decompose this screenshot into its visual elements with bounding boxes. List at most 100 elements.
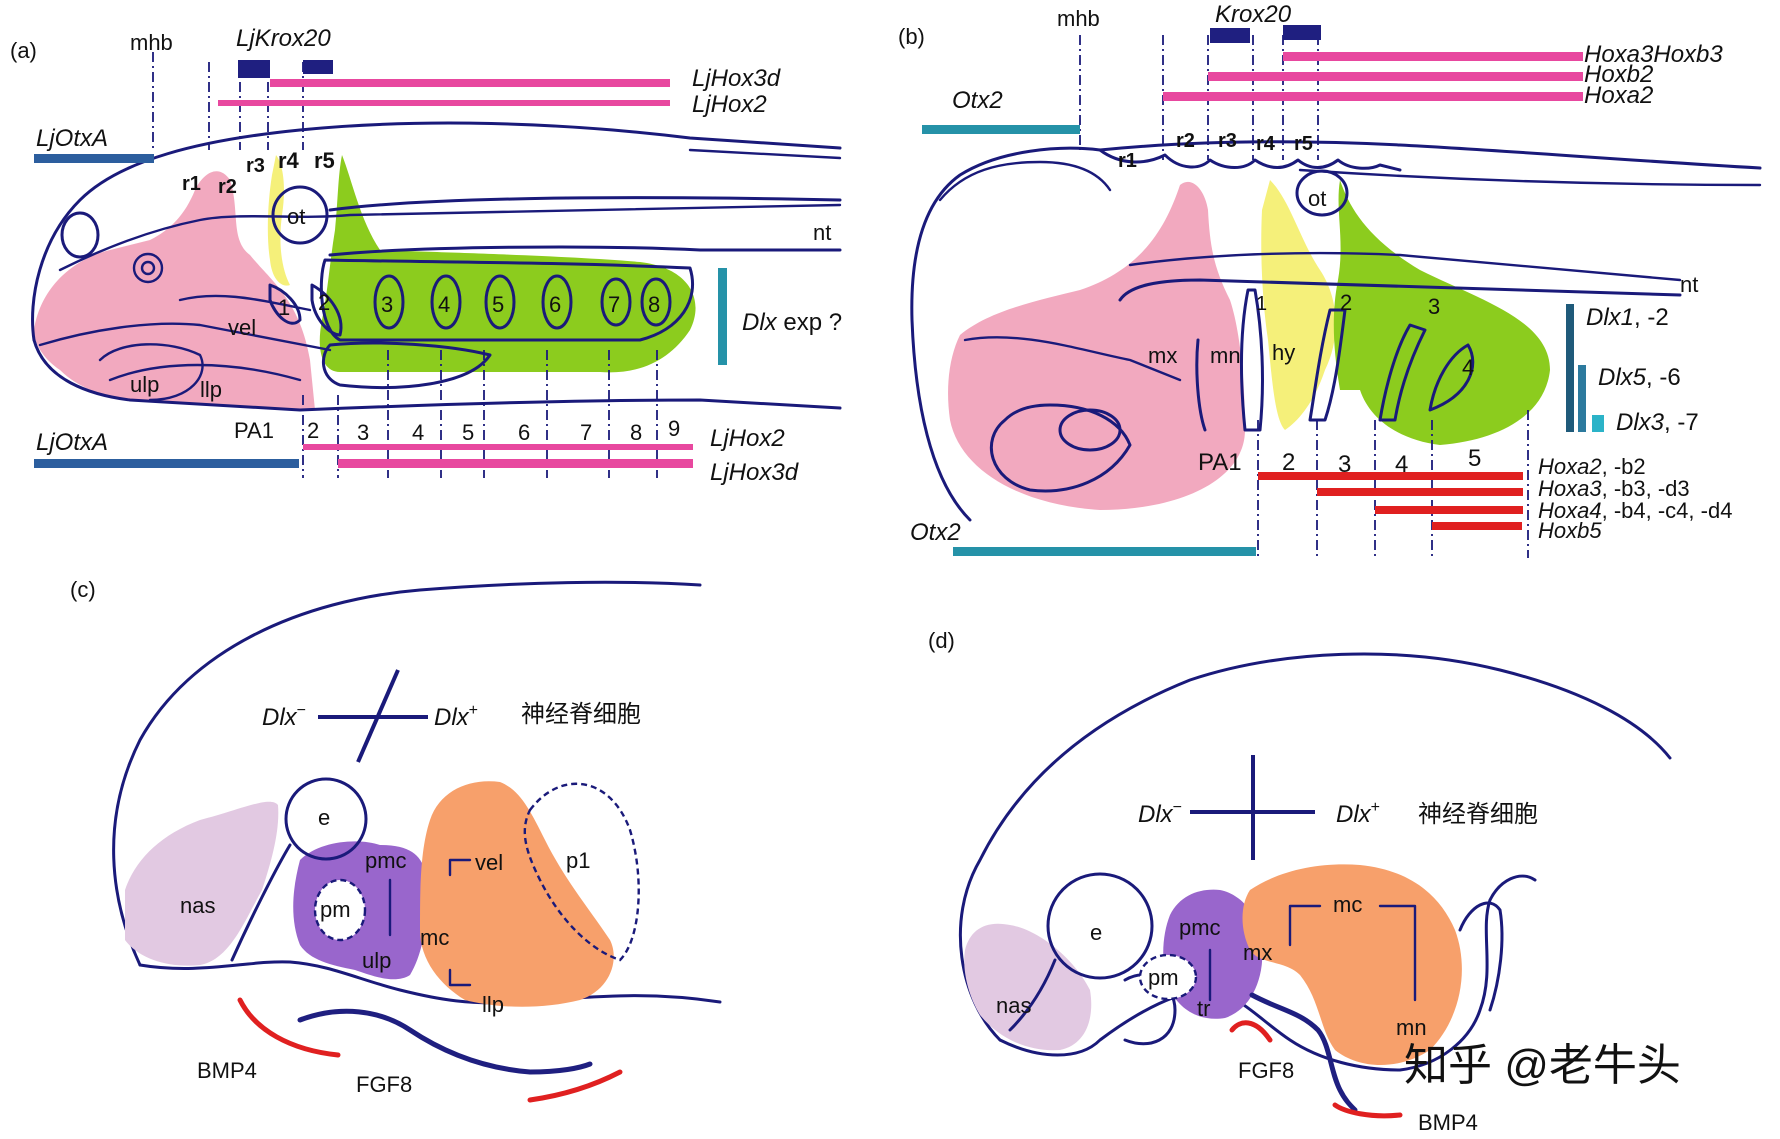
panel-b-hoxa4-rest: , -b4, -c4, -d4 xyxy=(1602,498,1733,523)
panel-b-hoxa4-red-bar xyxy=(1375,506,1523,514)
panel-a-mhb: mhb xyxy=(130,30,173,55)
panel-b-r3: r3 xyxy=(1218,130,1237,152)
panel-b-hoxa3-red-bar xyxy=(1317,488,1523,496)
panel-a-arch-band-outline xyxy=(319,258,695,342)
panel-a-hox2-top-bar xyxy=(218,100,670,106)
panel-b-r1: r1 xyxy=(1118,150,1137,172)
panel-a-nasal-pit xyxy=(132,252,164,284)
panel-b-hoxa3-gene: Hoxa3 xyxy=(1538,476,1602,501)
panel-a-hox2-bottom-bar xyxy=(303,444,693,450)
panel-c-crest-label: 神经脊细胞 xyxy=(521,701,641,728)
panel-a-dlx-exp-rest: exp ? xyxy=(777,309,842,336)
panel-a-eye-outline xyxy=(60,211,100,259)
panel-b-krox-label: Krox20 xyxy=(1215,1,1292,28)
panel-b-yellow-hyoid xyxy=(1261,180,1336,430)
panel-a-hox3d-bottom-label: LjHox3d xyxy=(710,459,799,486)
panel-a-pouch-label-3: 3 xyxy=(381,292,393,317)
panel-b-krox-bar-r3 xyxy=(1210,28,1250,43)
panel-b: (b) xyxy=(898,1,1762,558)
panel-b-hoxa2-rest: , -b2 xyxy=(1602,454,1646,479)
panel-b-hoxb2-label: Hoxb2 xyxy=(1584,61,1653,88)
panel-a-otx-top-label: LjOtxA xyxy=(36,125,108,152)
panel-a-nt-lower xyxy=(328,245,842,257)
panel-a-pouch-label-2: 2 xyxy=(318,290,330,315)
panel-d-plus-sign: + xyxy=(1371,799,1380,816)
panel-a-llp: llp xyxy=(200,377,222,402)
panel-d-dlx-minus-gene: Dlx xyxy=(1138,801,1174,828)
panel-d-pharyngeal-pouch xyxy=(1458,901,1504,1012)
panel-d-bmp4-curve-upper xyxy=(1229,1020,1273,1043)
panel-a-dlx-bar xyxy=(718,268,727,365)
panel-a-pouch-8 xyxy=(640,277,672,327)
panel-b-label: (b) xyxy=(898,24,925,49)
panel-c-minus-sign: − xyxy=(297,702,306,719)
panel-a: (a) xyxy=(10,25,842,486)
panel-c-dlx-plus-gene: Dlx xyxy=(434,704,470,731)
panel-b-hoxa2-red-bar xyxy=(1258,472,1523,480)
panel-c-vel: vel xyxy=(475,850,503,875)
panel-c-p1: p1 xyxy=(566,848,590,873)
panel-c-mc: mc xyxy=(420,925,449,950)
panel-d-bmp4: BMP4 xyxy=(1418,1110,1478,1135)
panel-a-otx-bottom-bar xyxy=(34,459,299,468)
panel-a-pouch-label-6: 6 xyxy=(549,292,561,317)
panel-c: (c) Dlx− Dlx+ 神经脊细胞 e pmc vel p1 nas pm … xyxy=(70,577,722,1103)
panel-c-llp: llp xyxy=(482,992,504,1017)
panel-a-pouch-1 xyxy=(268,283,302,325)
panel-c-bmp4: BMP4 xyxy=(197,1058,257,1083)
panel-a-arch-9: 9 xyxy=(668,416,680,441)
panel-d-minus-sign: − xyxy=(1173,799,1182,816)
panel-a-dlx-exp-gene: Dlx xyxy=(742,309,778,336)
panel-b-hy: hy xyxy=(1272,340,1295,365)
panel-b-hoxa4-gene: Hoxa4 xyxy=(1538,498,1602,523)
panel-b-arch-4: 4 xyxy=(1395,451,1408,478)
panel-b-mhb: mhb xyxy=(1057,6,1100,31)
panel-c-e: e xyxy=(318,805,330,830)
panel-d-eye-stalk xyxy=(1008,958,1057,1032)
panel-d-fgf8: FGF8 xyxy=(1238,1058,1294,1083)
panel-c-eye xyxy=(284,777,368,861)
panel-b-dlx5-row: Dlx5, -6 xyxy=(1598,364,1681,391)
panel-a-dorsal-line xyxy=(688,148,842,160)
panel-b-pouch-3 xyxy=(1378,323,1427,422)
panel-a-nt-upper xyxy=(328,196,842,212)
panel-a-pink-first-arch xyxy=(34,171,315,410)
panel-a-arch-3: 3 xyxy=(357,420,369,445)
panel-a-ot: ot xyxy=(287,204,305,229)
panel-b-dlx1-row: Dlx1, -2 xyxy=(1586,304,1669,331)
panel-a-pouch-4 xyxy=(430,274,462,330)
panel-a-label: (a) xyxy=(10,38,37,63)
panel-b-otx-bottom-label: Otx2 xyxy=(910,519,961,546)
panel-a-pouch-label-7: 7 xyxy=(608,292,620,317)
panel-a-otx-top-bar xyxy=(34,154,154,163)
panel-a-hox2-bottom-label: LjHox2 xyxy=(710,425,785,452)
panel-d-fgf8-curve xyxy=(1249,992,1358,1113)
panel-b-dlx1-bar xyxy=(1566,304,1574,432)
panel-b-hoxa3-label: Hoxa3Hoxb3 xyxy=(1584,41,1723,68)
panel-b-dorsal-line-2 xyxy=(1298,168,1762,187)
panel-b-dlx1-rest: , -2 xyxy=(1634,304,1669,331)
panel-a-hox3d-bottom-bar xyxy=(338,459,693,468)
panel-b-pouch-label-2: 2 xyxy=(1340,290,1352,315)
panel-c-nasal-region xyxy=(125,801,279,966)
panel-a-hox3d-top-label: LjHox3d xyxy=(692,65,781,92)
panel-d-head-outline xyxy=(958,652,1672,1042)
panel-b-eye-cup xyxy=(989,403,1132,493)
panel-d-dlx-plus: Dlx+ xyxy=(1336,799,1380,828)
panel-b-r2: r2 xyxy=(1176,130,1195,152)
panel-b-brain-inner xyxy=(938,160,1112,202)
panel-a-arch-7: 7 xyxy=(580,420,592,445)
panel-d-premandibular-dashed xyxy=(1138,953,1198,1001)
panel-a-gut-outline xyxy=(321,341,492,389)
panel-a-pouch-5 xyxy=(484,274,516,330)
panel-b-ot: ot xyxy=(1308,186,1326,211)
panel-a-r2: r2 xyxy=(218,176,237,198)
panel-c-head-outline xyxy=(112,580,702,967)
panel-a-pouch-label-4: 4 xyxy=(438,292,450,317)
panel-d-crest-label: 神经脊细胞 xyxy=(1418,801,1538,828)
panel-b-hoxa2-gene: Hoxa2 xyxy=(1538,454,1602,479)
panel-c-bmp4-curve-posterior xyxy=(527,1069,623,1103)
panel-b-dlx1-gene: Dlx1 xyxy=(1586,304,1634,331)
panel-b-pouch-2 xyxy=(1308,308,1347,422)
